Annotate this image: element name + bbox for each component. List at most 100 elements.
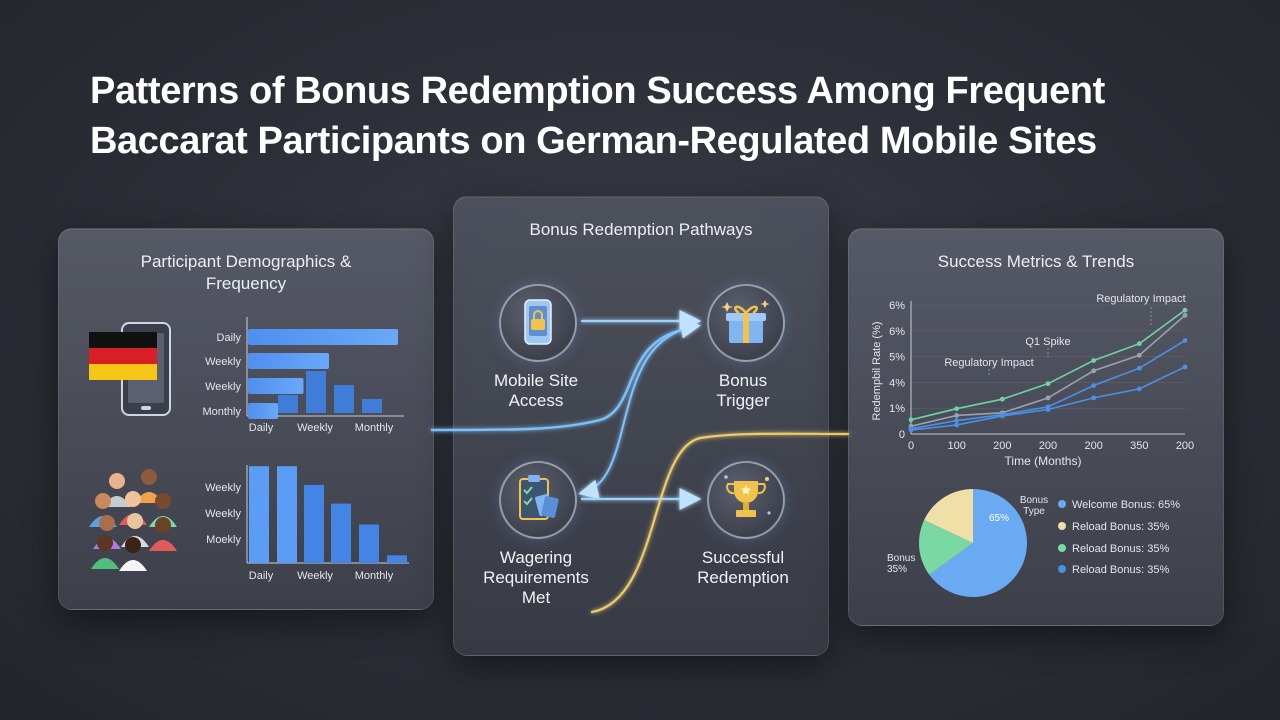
pie-slice-label: 65% [989,513,1009,524]
line-chart-point [954,413,960,418]
legend-swatch [1058,544,1066,553]
mobile-lock-icon [524,299,552,345]
line-chart-point [954,406,960,412]
chart2-bar [277,466,297,563]
chart2-y-tick: Weekly [205,482,241,494]
line-chart-y-tick: 0 [899,429,905,441]
line-chart-y-tick: 1% [889,403,905,415]
metrics-title: Success Metrics & Trends [937,252,1135,271]
line-chart-point [1045,407,1051,412]
pie-legend-item: Reload Bonus: 35% [1058,519,1169,535]
wagering-node [499,461,577,539]
chart2-x-tick: Weekly [297,570,333,582]
line-chart-point [999,396,1005,402]
page-title-line2: Baccarat Participants on German-Regulate… [90,120,1097,162]
legend-label: Reload Bonus: 35% [1072,543,1170,555]
page-title-line1: Patterns of Bonus Redemption Success Amo… [90,70,1105,112]
line-chart-y-label: Redempbil Rate (%) [871,321,883,420]
line-chart-point [1136,386,1142,392]
line-chart-point [1182,364,1188,370]
line-chart-point [1182,338,1188,344]
chart2-bar [387,555,407,563]
line-chart-point [1091,368,1097,374]
line-chart-annotation: Regulatory Impact [944,357,1033,369]
chart1-row-label: Monthly [202,406,241,418]
line-chart-point [1136,365,1142,371]
chart1-column [362,399,382,413]
chart2-y-tick: Weekly [205,508,241,520]
chart2-bar [249,466,269,563]
line-chart-point [908,417,914,423]
line-chart-x-label: Time (Months) [1005,454,1082,468]
line-chart-point [954,418,960,423]
line-chart-point [954,422,960,428]
legend-label: Reload Bonus: 35% [1072,521,1170,533]
chart2-x-tick: Daily [249,570,274,582]
line-chart-x-tick: 200 [1176,440,1194,452]
chart1-row-label: Daily [217,332,242,344]
line-chart-point [1045,381,1051,387]
chart1-bar [248,403,278,419]
legend-swatch [1058,522,1066,531]
demographics-title-line1: Participant Demographics & [140,252,352,271]
line-chart-point [999,413,1005,419]
line-chart-x-tick: 100 [947,440,965,452]
line-chart-point [1091,383,1097,388]
line-chart-x-tick: 200 [1039,440,1057,452]
bonus-trigger-node [707,284,785,362]
line-chart-y-tick: 6% [889,326,905,338]
line-chart-x-tick: 200 [1084,440,1102,452]
line-chart-y-tick: 6% [889,300,905,312]
bonus-trigger-label: Bonus Trigger [716,371,770,410]
chart2-x-tick: Monthly [355,570,394,582]
chart1-row-label: Weekly [205,356,241,368]
gift-icon [721,300,770,343]
trophy-icon [724,475,771,517]
metrics-panel: Success Metrics & Trends 0 1% 4% 5% 6% 6% 0 10… [848,228,1224,626]
chart1-x-tick: Monthly [355,422,394,434]
line-chart-annotation: Regulatory Impact [1096,293,1185,305]
german-flag-icon [89,332,157,380]
line-chart-point [1182,312,1188,318]
demographics-title-line2: Frequency [205,274,287,293]
chart2-bar [304,484,324,563]
mobile-access-label: Mobile Site Access [493,371,579,410]
pie-legend-item: Welcome Bonus: 65% [1058,497,1180,513]
line-chart-point [1045,395,1051,401]
line-chart-annotation: Q1 Spike [1025,336,1070,348]
chart1-row-label: Weekly [205,381,241,393]
chart1-x-tick: Weekly [297,422,333,434]
chart1-column [278,395,298,413]
pie-slice [929,489,1027,597]
line-chart-point [1091,395,1097,401]
pie-slice [924,489,973,543]
wagering-label: Wagering Requirements Met [483,548,589,607]
chart1-bar [248,378,304,394]
chart2-bar [359,524,379,563]
line-chart-x-tick: 350 [1130,440,1148,452]
line-chart-point [1136,352,1142,358]
line-chart-point [1091,358,1097,363]
chart1-bar [248,353,329,369]
legend-label: Reload Bonus: 35% [1072,564,1170,576]
line-chart-y-tick: 4% [889,377,905,389]
legend-swatch [1058,500,1066,509]
chart1-column [306,371,326,413]
line-chart-x-tick: 0 [908,440,914,452]
legend-label: Welcome Bonus: 65% [1072,499,1181,511]
pathways-title: Bonus Redemption Pathways [529,220,753,239]
chart1-x-tick: Daily [249,422,274,434]
mobile-access-node [499,284,577,362]
page-title: Patterns of Bonus Redemption Success Amo… [90,66,1200,166]
line-chart-point [908,427,914,433]
line-chart-y-tick: 5% [889,352,905,364]
demographics-title: Participant Demographics & Frequency [59,251,433,295]
chart1-column [334,385,354,413]
